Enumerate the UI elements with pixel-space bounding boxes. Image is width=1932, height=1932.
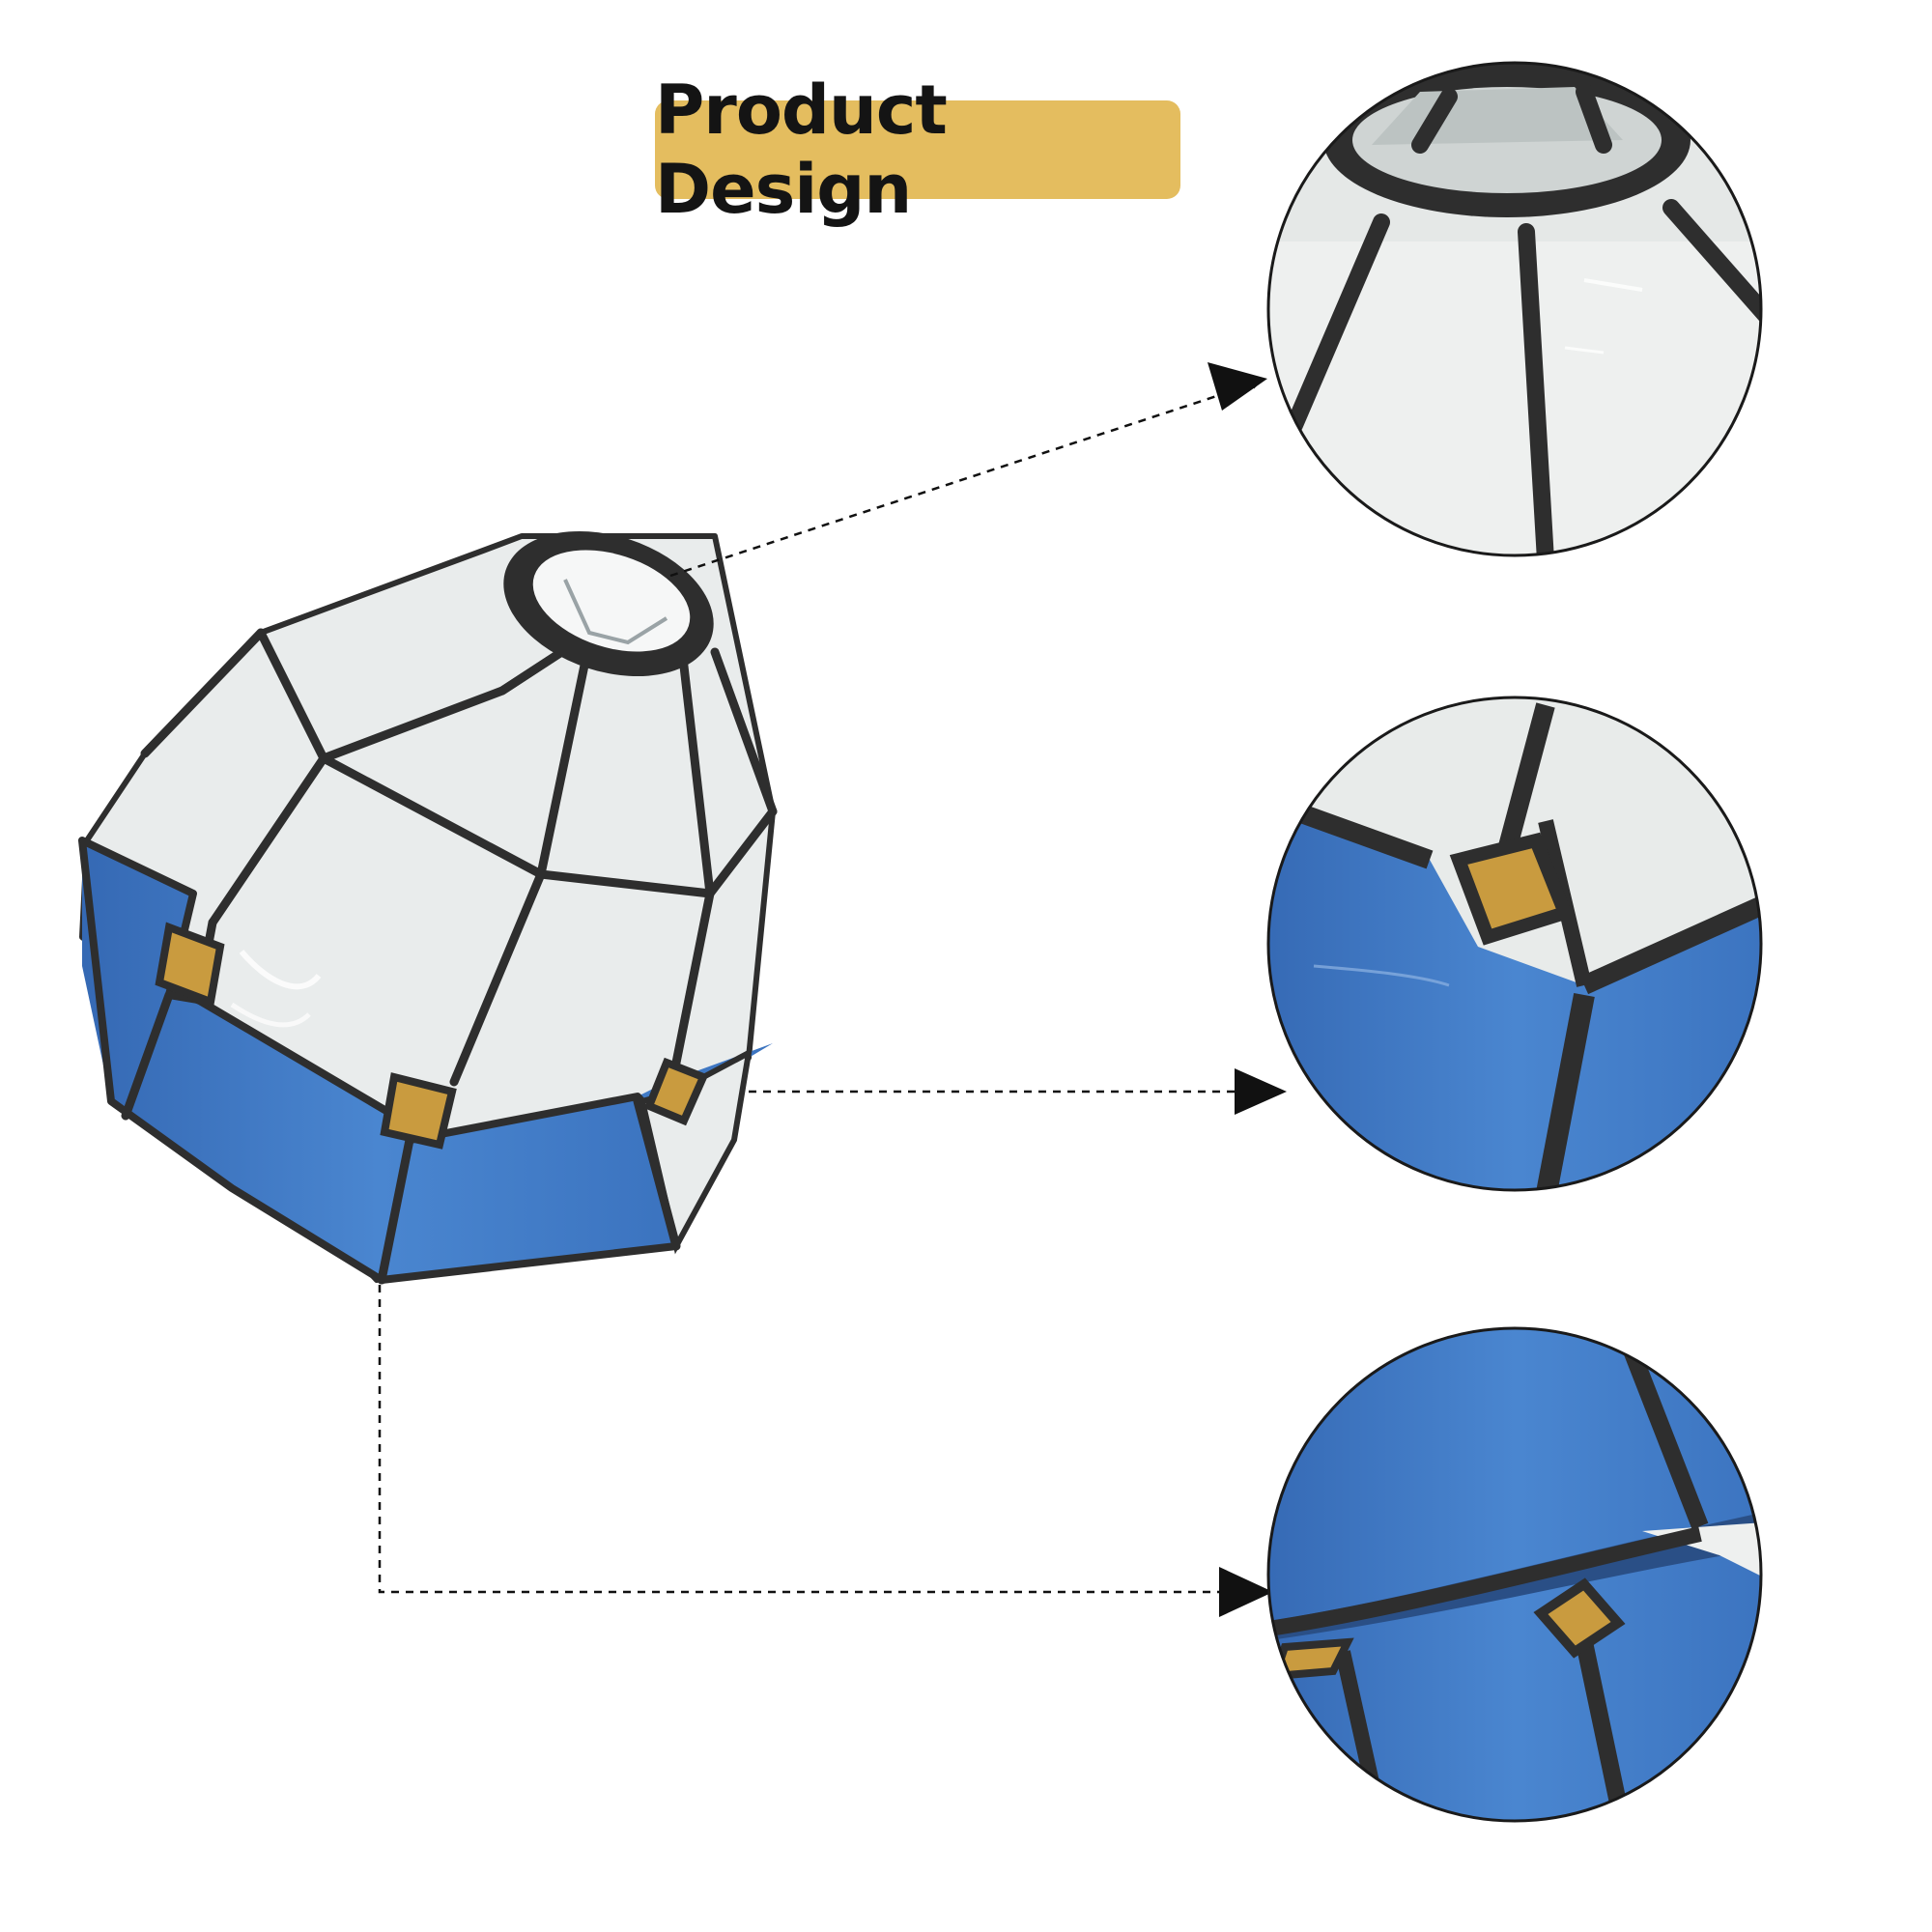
detail-circle-bottom	[1266, 1326, 1763, 1823]
arrowhead-middle-icon	[1235, 1068, 1287, 1115]
connector-bottom	[378, 1285, 1262, 1597]
arrowhead-top-icon	[1208, 362, 1267, 411]
detail-circle-middle	[1266, 696, 1763, 1192]
detail-circle-top	[1266, 61, 1763, 557]
lamp-shade-icon	[78, 530, 778, 1285]
product-design-title: Product Design	[655, 71, 948, 229]
product-design-badge: Product Design	[655, 71, 1180, 229]
arrowhead-bottom-icon	[1219, 1567, 1273, 1617]
arrowheads	[1208, 362, 1287, 1617]
connector-top	[669, 380, 1262, 578]
connector-lines	[378, 380, 1276, 1597]
